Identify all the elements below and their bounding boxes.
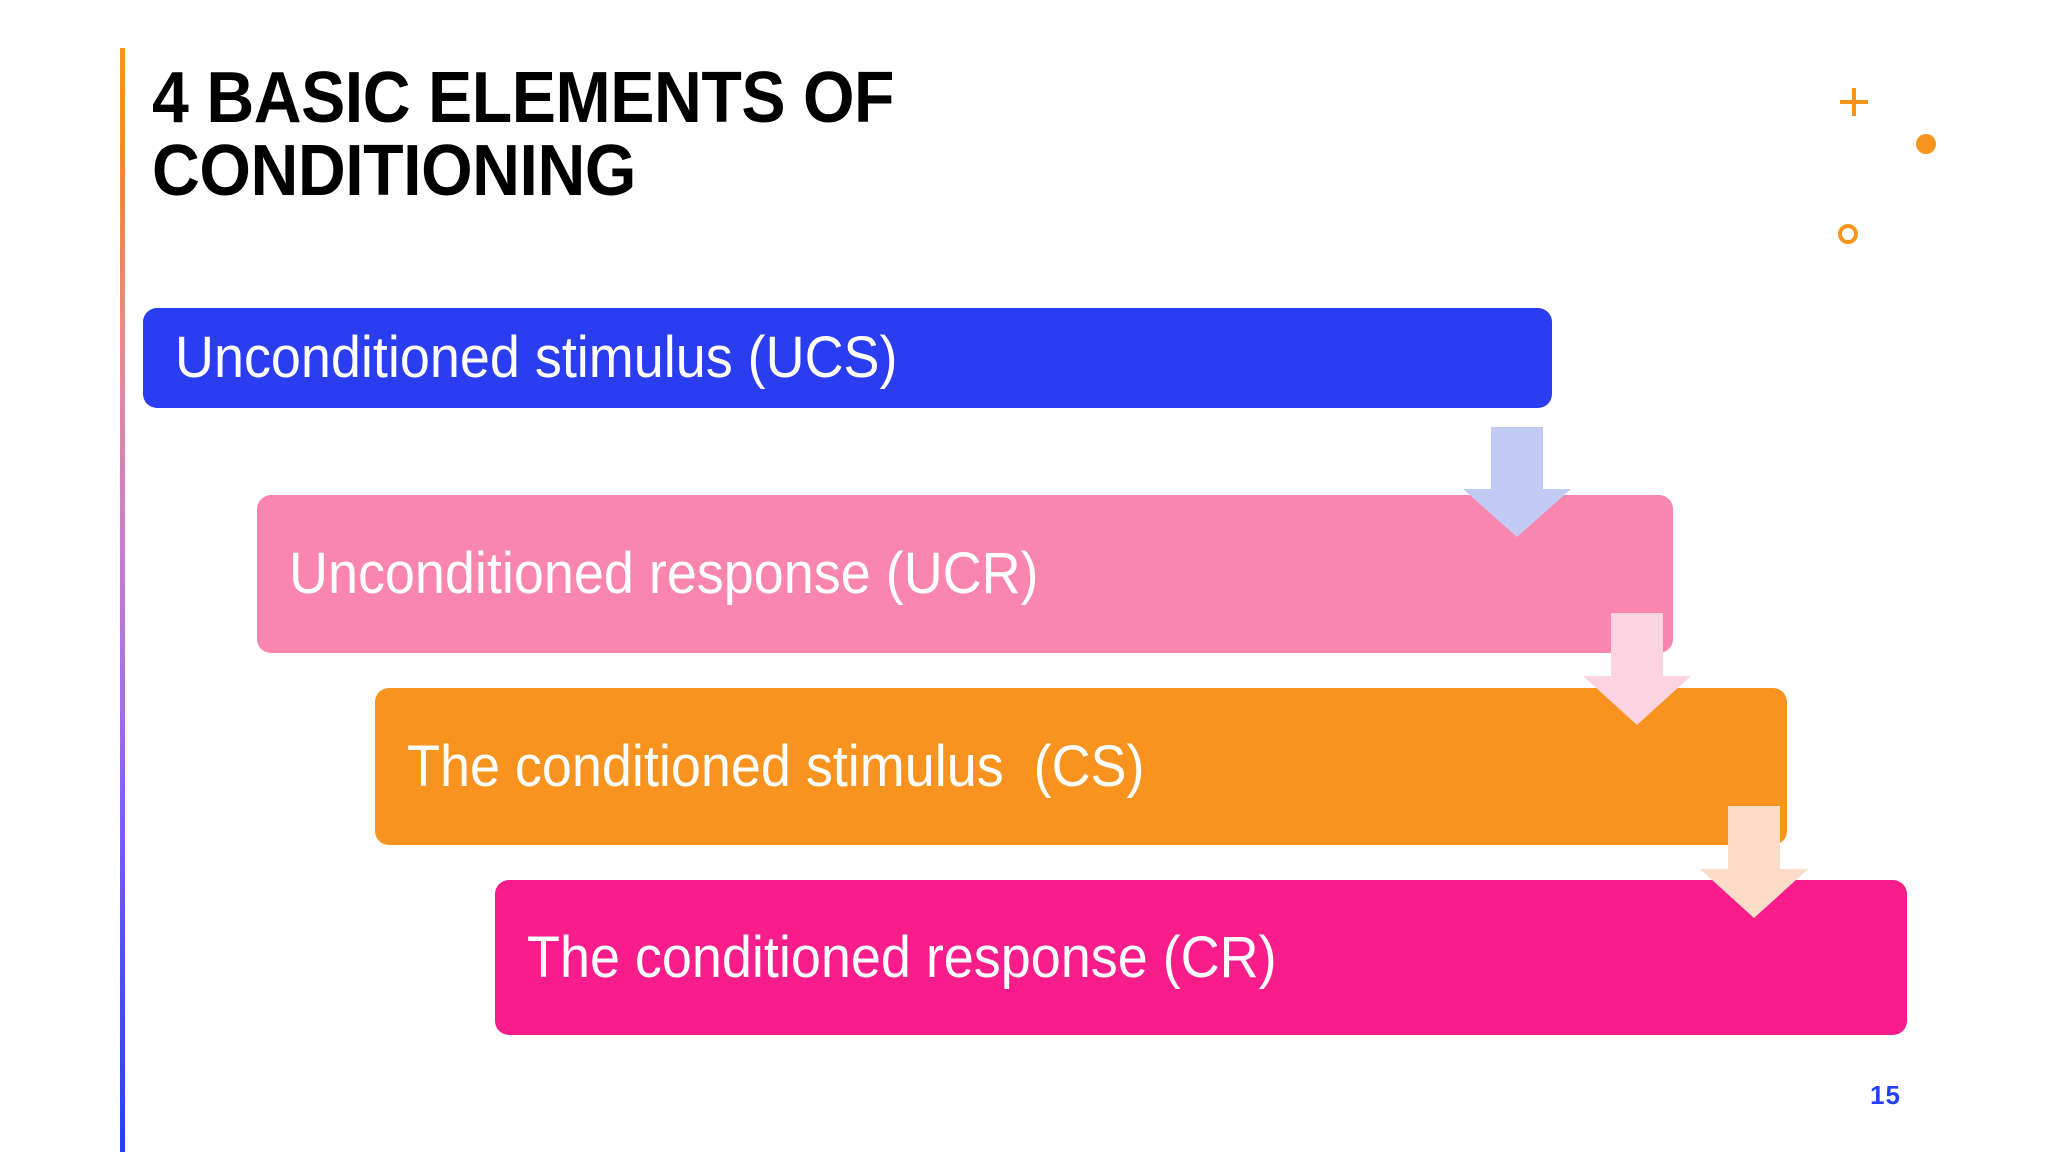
bar-conditioned-response[interactable]: The conditioned response (CR) [495, 880, 1907, 1035]
bar-unconditioned-stimulus[interactable]: Unconditioned stimulus (UCS) [143, 308, 1552, 408]
dot-icon [1916, 134, 1936, 154]
down-arrow-icon-ucr-to-cs [1583, 613, 1691, 725]
ring-icon [1838, 224, 1858, 244]
bar-label-cs: The conditioned stimulus (CS) [407, 733, 1145, 799]
bar-conditioned-stimulus[interactable]: The conditioned stimulus (CS) [375, 688, 1787, 845]
left-gradient-accent-line [120, 48, 125, 1152]
bar-label-ucs: Unconditioned stimulus (UCS) [175, 325, 898, 390]
page-title: 4 BASIC ELEMENTS OF CONDITIONING [152, 58, 895, 212]
bar-label-cr: The conditioned response (CR) [527, 924, 1277, 990]
plus-icon [1840, 88, 1868, 116]
down-arrow-icon-cs-to-cr [1700, 806, 1808, 918]
down-arrow-icon-ucs-to-ucr [1463, 427, 1571, 537]
page-number: 15 [1870, 1080, 1901, 1110]
bar-unconditioned-response[interactable]: Unconditioned response (UCR) [257, 495, 1673, 653]
bar-label-ucr: Unconditioned response (UCR) [289, 541, 1039, 606]
